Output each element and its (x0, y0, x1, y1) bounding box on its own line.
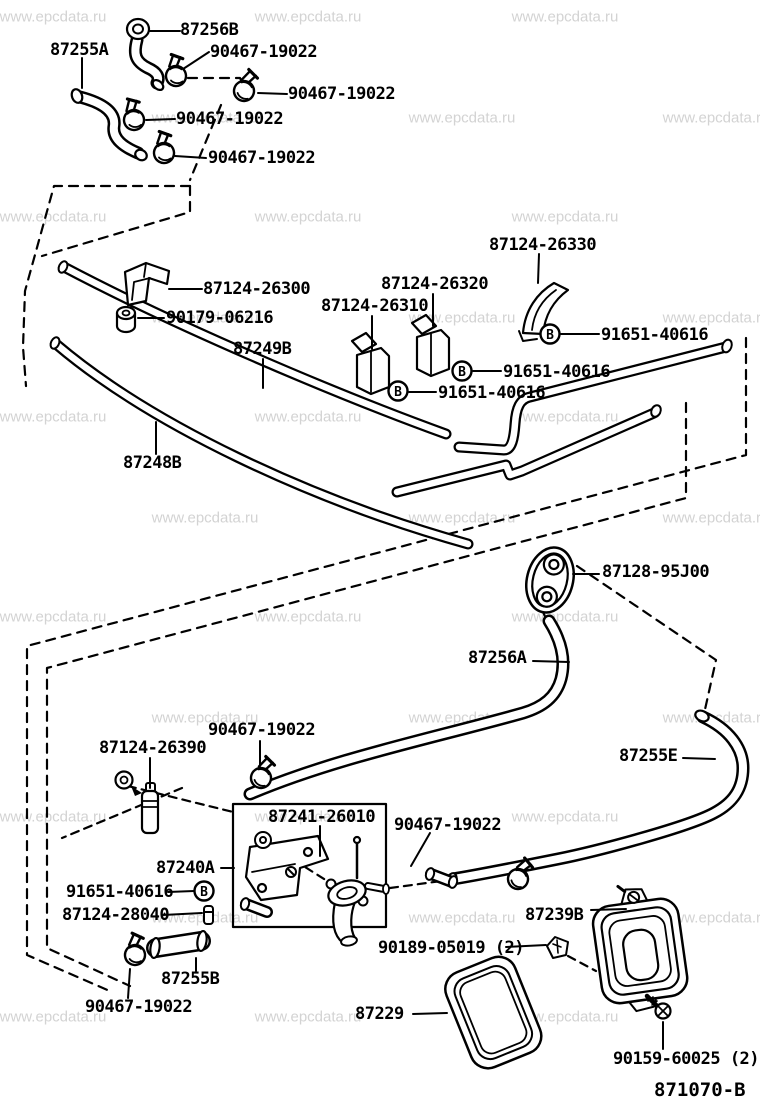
dashed-outline-top (21, 76, 249, 388)
label-91651-40616-2: 91651-40616 (503, 362, 611, 382)
hose-87255e (446, 709, 750, 888)
bolt-b-icon: B (200, 885, 208, 900)
watermark: www.epcdata.ru (0, 408, 107, 426)
label-87124-28040: 87124-28040 (62, 905, 170, 925)
clip-90189-05019 (546, 936, 569, 959)
valve-box (231, 802, 388, 929)
screw-90159-60025 (644, 993, 672, 1020)
watermark: www.epcdata.ru (151, 509, 259, 527)
label-90179-06216: 90179-06216 (166, 308, 274, 328)
bolt-b-icon: B (458, 365, 466, 380)
bracket-87124-26320 (410, 313, 451, 378)
nut-90179-06216 (115, 305, 137, 334)
watermark: www.epcdata.ru (511, 208, 619, 226)
watermark: www.epcdata.ru (662, 509, 760, 527)
grommet-87128-95j00 (525, 546, 575, 614)
label-87240a: 87240A (156, 858, 215, 878)
connector-tube (424, 867, 459, 889)
bolt-symbol-icons: B B B B (193, 323, 561, 902)
bolt-b-icon: B (546, 328, 554, 343)
watermark: www.epcdata.ru (254, 1008, 362, 1026)
watermark: www.epcdata.ru (511, 408, 619, 426)
label-87255e: 87255E (619, 746, 678, 766)
cushion-87124-28040 (203, 905, 214, 925)
label-87241-26010: 87241-26010 (268, 807, 376, 827)
label-87124-26330: 87124-26330 (489, 235, 597, 255)
label-87256b: 87256B (180, 20, 239, 40)
label-87256a: 87256A (468, 648, 527, 668)
watermark: www.epcdata.ru (408, 309, 516, 327)
watermark: www.epcdata.ru (408, 909, 516, 927)
label-90159-60025: 90159-60025 (2) (613, 1049, 760, 1069)
label-90467-19022-5: 90467-19022 (208, 720, 316, 740)
bracket-87124-26330 (518, 281, 570, 342)
label-90467-19022-1: 90467-19022 (210, 42, 318, 62)
watermark: www.epcdata.ru (408, 509, 516, 527)
leader-lines (81, 30, 716, 1050)
watermark: www.epcdata.ru (511, 8, 619, 26)
label-90189-05019: 90189-05019 (2) (378, 938, 525, 958)
label-90467-19022-2: 90467-19022 (288, 84, 396, 104)
watermark: www.epcdata.ru (0, 8, 107, 26)
label-87124-26320: 87124-26320 (381, 274, 489, 294)
watermark: www.epcdata.ru (0, 208, 107, 226)
seal-87229 (444, 955, 543, 1070)
label-90467-19022-6: 90467-19022 (394, 815, 502, 835)
pipe-87248b (49, 336, 662, 550)
watermark: www.epcdata.ru (511, 1008, 619, 1026)
pipe-87249b (57, 260, 733, 456)
bracket-87124-26310 (350, 331, 391, 396)
label-87248b: 87248B (123, 453, 182, 473)
watermark: www.epcdata.ru (254, 608, 362, 626)
watermark: www.epcdata.ru (0, 608, 107, 626)
label-90467-19022-4: 90467-19022 (208, 148, 316, 168)
label-87124-26300: 87124-26300 (203, 279, 311, 299)
label-87128-95j00: 87128-95J00 (602, 562, 710, 582)
cover-87239b (591, 884, 689, 1013)
heater-valve-87241 (239, 835, 390, 947)
hose-87255b (146, 929, 211, 960)
label-87124-26310: 87124-26310 (321, 296, 429, 316)
label-87229: 87229 (355, 1004, 404, 1024)
bracket-87124-26300 (123, 261, 171, 307)
label-87249b: 87249B (233, 339, 292, 359)
label-90467-19022-7: 90467-19022 (85, 997, 193, 1017)
diagram-code: 871070-B (654, 1079, 746, 1101)
watermark: www.epcdata.ru (511, 808, 619, 826)
washer-icon (254, 831, 297, 878)
hose-87256b (125, 17, 165, 92)
watermark: www.epcdata.ru (408, 109, 516, 127)
clip-87124-26390 (114, 770, 160, 835)
watermark: www.epcdata.ru (254, 8, 362, 26)
watermark: www.epcdata.ru (151, 709, 259, 727)
watermark: www.epcdata.ru (662, 309, 760, 327)
label-87255a: 87255A (50, 40, 109, 60)
watermark: www.epcdata.ru (254, 808, 362, 826)
bolt-b-icon: B (394, 385, 402, 400)
watermark: www.epcdata.ru (0, 1008, 107, 1026)
label-87239b: 87239B (525, 905, 584, 925)
watermark: www.epcdata.ru (151, 109, 259, 127)
label-90467-19022-3: 90467-19022 (176, 109, 284, 129)
hose-87255a (70, 88, 148, 162)
watermark: www.epcdata.ru (254, 408, 362, 426)
label-87255b: 87255B (161, 969, 220, 989)
label-87124-26390: 87124-26390 (99, 738, 207, 758)
label-91651-40616-4: 91651-40616 (66, 882, 174, 902)
label-91651-40616-1: 91651-40616 (601, 325, 709, 345)
hose-87256a (243, 614, 570, 801)
label-91651-40616-3: 91651-40616 (438, 383, 546, 403)
watermark: www.epcdata.ru (511, 608, 619, 626)
watermark: www.epcdata.ru (254, 208, 362, 226)
watermark: www.epcdata.ru (662, 109, 760, 127)
watermark: www.epcdata.ru (662, 909, 760, 927)
